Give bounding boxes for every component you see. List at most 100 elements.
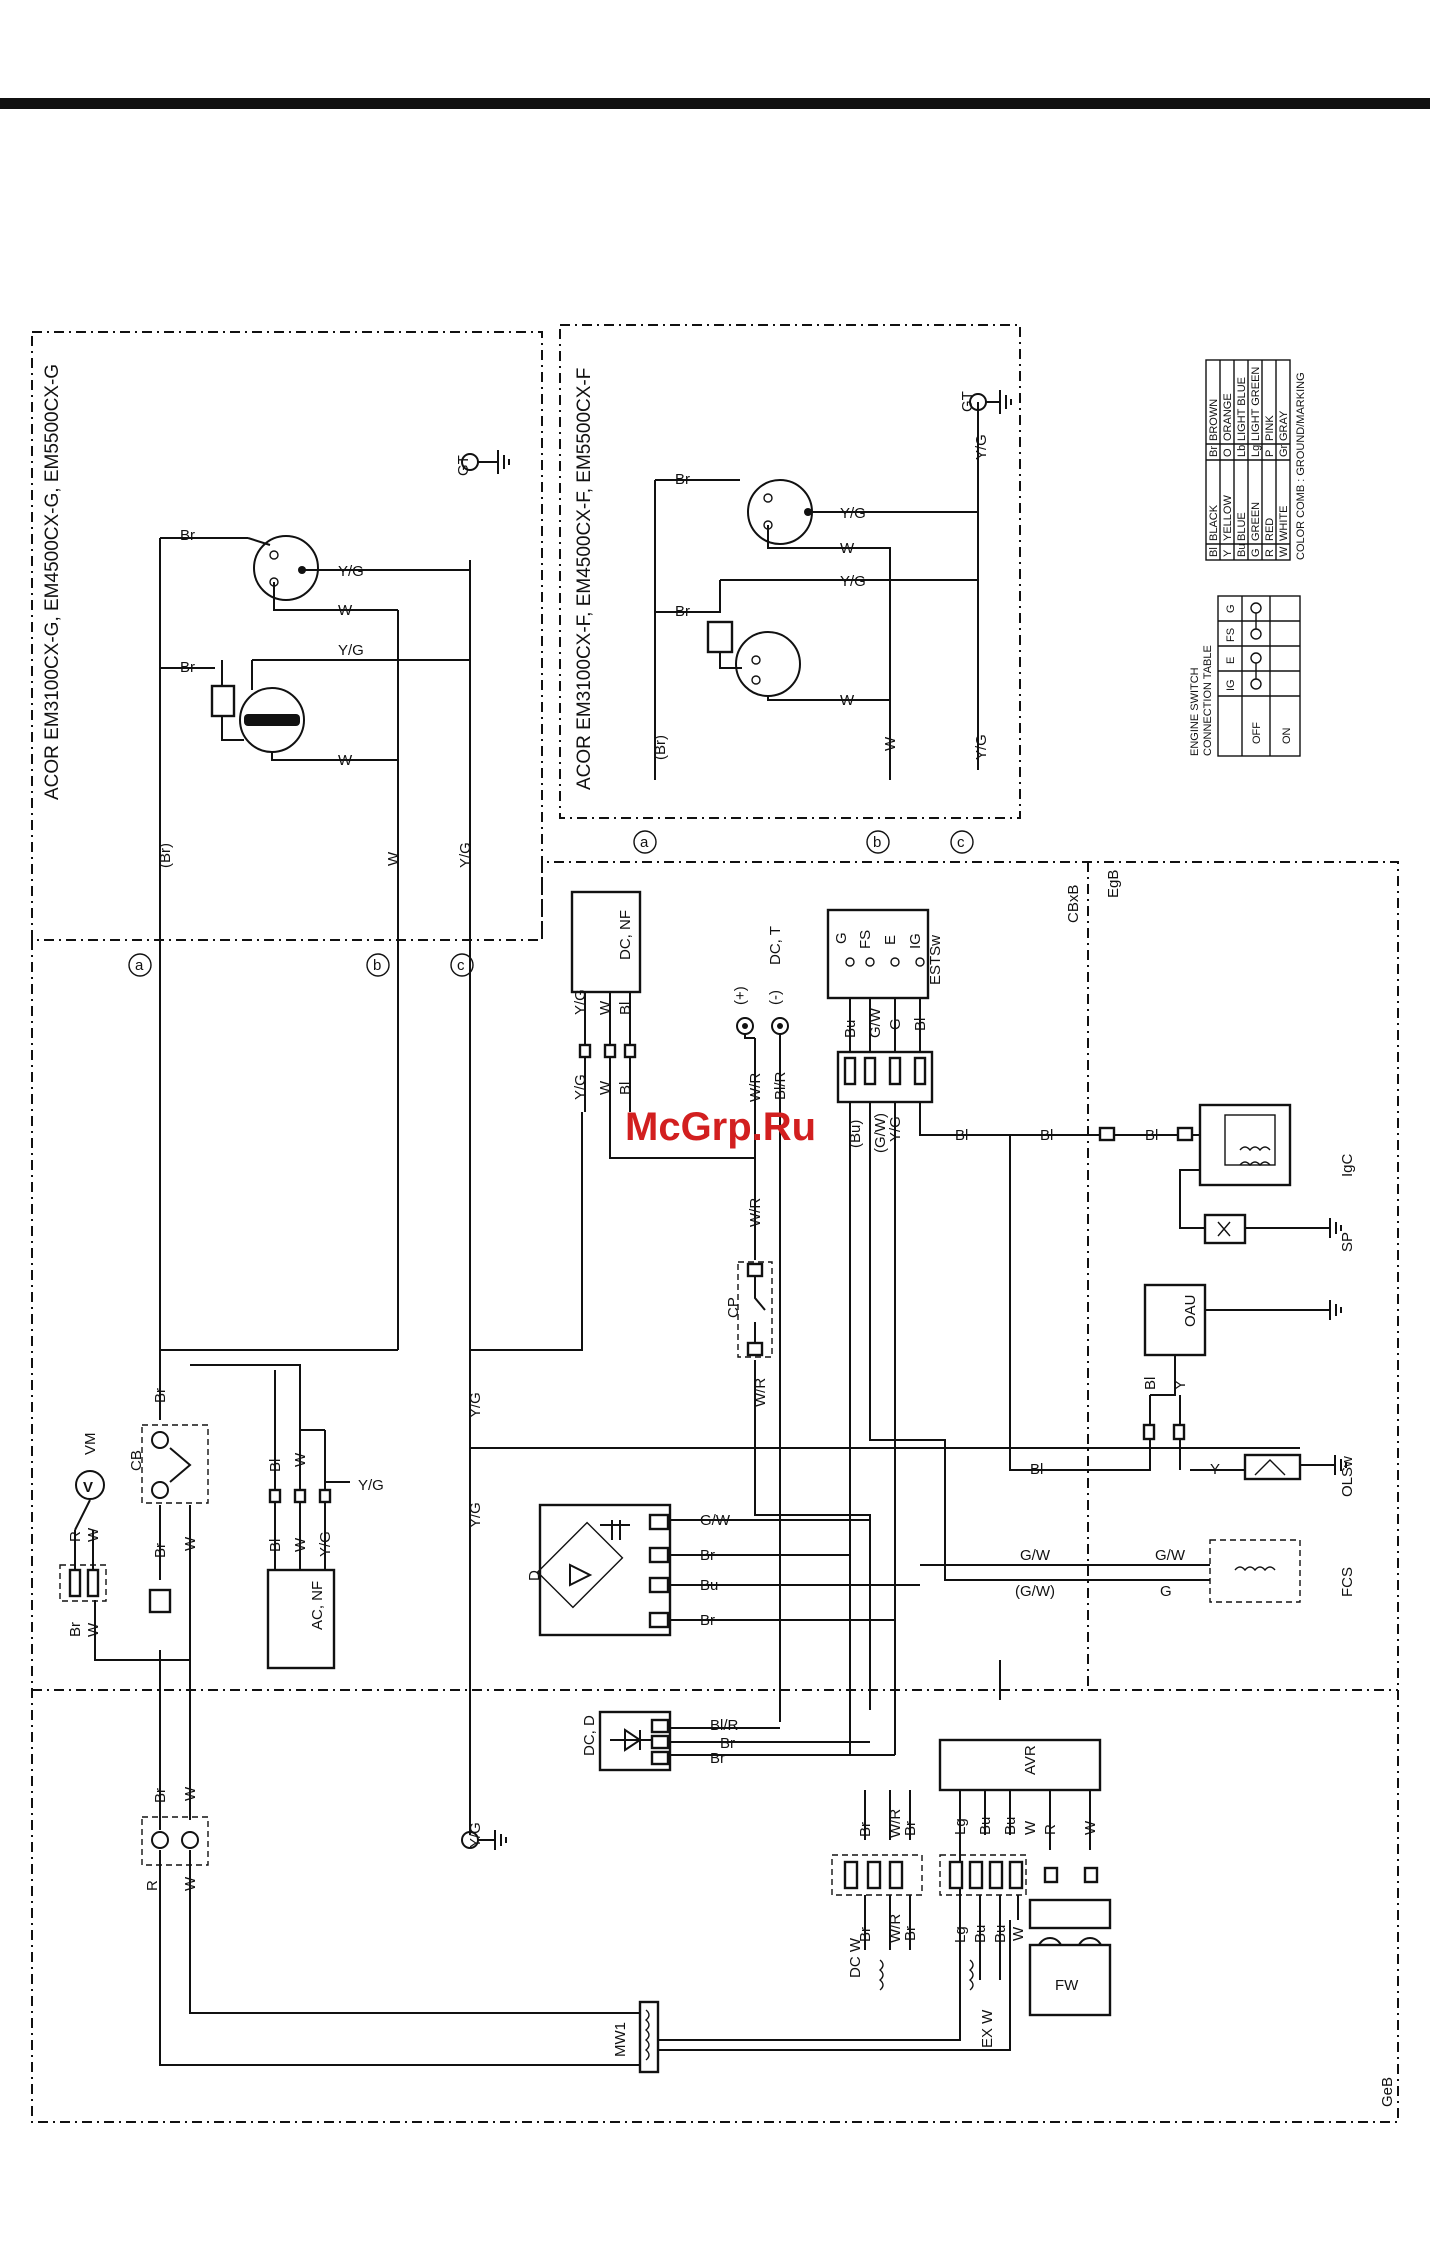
svg-text:GRAY: GRAY	[1278, 410, 1290, 441]
region-egb: EgB	[1105, 870, 1122, 898]
svg-text:W: W	[597, 1000, 614, 1015]
svg-text:Bl: Bl	[617, 1082, 634, 1095]
svg-text:W/R: W/R	[752, 1378, 769, 1407]
svg-text:FS: FS	[1225, 628, 1237, 642]
svg-text:G: G	[833, 932, 850, 944]
svg-text:Y/G: Y/G	[457, 842, 474, 868]
winding-plug-4	[735, 631, 801, 697]
svg-text:G: G	[1250, 548, 1262, 557]
svg-text:AVR: AVR	[1022, 1745, 1039, 1775]
svg-text:W: W	[338, 602, 353, 619]
component-avr: AVR Lg Bu Bu W R W Lg Bu Bu W	[938, 1738, 1102, 1980]
svg-text:Bl: Bl	[1208, 547, 1220, 557]
svg-text:Bl: Bl	[617, 1002, 634, 1015]
component-dcnf: DC, NF Y/G W Bl Y/G W Bl	[570, 890, 642, 1112]
svg-text:Bu: Bu	[1236, 544, 1248, 557]
svg-text:Br: Br	[857, 1822, 874, 1837]
svg-text:Lb: Lb	[1236, 445, 1248, 457]
svg-text:FCS: FCS	[1339, 1567, 1356, 1597]
svg-text:LIGHT GREEN: LIGHT GREEN	[1250, 367, 1262, 441]
svg-text:W: W	[292, 1452, 309, 1467]
svg-text:Y/G: Y/G	[887, 1116, 904, 1142]
g-model-box: ACOR EM3100CX-G, EM4500CX-G, EM5500CX-G …	[42, 364, 510, 1510]
svg-text:O: O	[1222, 448, 1234, 457]
svg-text:DC, D: DC, D	[581, 1715, 598, 1756]
svg-text:(-): (-)	[767, 990, 784, 1005]
svg-text:Y/G: Y/G	[840, 505, 866, 522]
svg-text:CP: CP	[725, 1297, 742, 1318]
svg-text:W: W	[597, 1080, 614, 1095]
svg-text:D: D	[526, 1570, 543, 1581]
svg-text:Bl: Bl	[1145, 1127, 1158, 1144]
svg-text:FW: FW	[1055, 1977, 1079, 1994]
svg-text:Y/G: Y/G	[572, 1074, 589, 1100]
svg-text:G: G	[1225, 604, 1237, 613]
svg-text:R: R	[67, 1531, 84, 1542]
winding-plug-1	[253, 535, 319, 601]
svg-text:Br: Br	[675, 471, 690, 488]
svg-text:b: b	[373, 957, 381, 974]
svg-text:DC, T: DC, T	[767, 926, 784, 965]
svg-text:RED: RED	[1264, 518, 1276, 541]
svg-text:Br: Br	[180, 527, 195, 544]
svg-text:(Bu): (Bu)	[847, 1120, 864, 1148]
svg-text:W: W	[182, 1786, 199, 1801]
winding-plug-3	[747, 479, 813, 545]
svg-text:Bl/R: Bl/R	[710, 1717, 739, 1734]
component-diode-d: D G/W Br Bu Br	[526, 1503, 731, 1637]
svg-text:G/W: G/W	[867, 1007, 884, 1038]
svg-text:ON: ON	[1281, 727, 1293, 744]
svg-text:V: V	[83, 1479, 93, 1496]
svg-text:Y: Y	[1210, 1461, 1220, 1478]
svg-text:(Br): (Br)	[157, 843, 174, 868]
svg-text:Br: Br	[1208, 446, 1220, 457]
svg-text:Bu: Bu	[700, 1577, 718, 1594]
svg-text:b: b	[873, 834, 881, 851]
region-cbxb: CBxB	[1065, 885, 1082, 923]
component-estsw: ESTSw G FS E IG Bu G/W G Bl (Bu) (G/W) Y…	[826, 908, 944, 1153]
component-sp: SP	[1203, 1213, 1356, 1252]
svg-text:Br: Br	[675, 603, 690, 620]
svg-text:W: W	[1278, 546, 1290, 557]
svg-text:W: W	[385, 851, 402, 866]
svg-text:W: W	[1082, 1820, 1099, 1835]
svg-text:G/W: G/W	[1155, 1547, 1186, 1564]
markers-f: a b c	[633, 830, 974, 854]
component-dct: (+) (-) DC, T W/R Bl/R	[732, 926, 789, 1102]
svg-text:Y/G: Y/G	[467, 1502, 484, 1528]
component-fcs: G/W G G/W (G/W) FCS	[1015, 1539, 1356, 1603]
svg-text:Bl: Bl	[912, 1018, 929, 1031]
svg-text:P: P	[1264, 450, 1276, 457]
svg-text:W/R: W/R	[887, 1809, 904, 1838]
svg-text:a: a	[640, 834, 649, 851]
svg-text:SP: SP	[1339, 1232, 1356, 1252]
svg-text:Y/G: Y/G	[358, 1477, 384, 1494]
svg-text:PINK: PINK	[1264, 415, 1276, 441]
svg-text:Bu: Bu	[977, 1817, 994, 1835]
component-acnf: AC, NF Bl W Bl W Y/G Y/G Y/G Y/G Y/G	[266, 1392, 484, 1848]
svg-text:W: W	[840, 692, 855, 709]
component-vm: V VM R W Br W	[59, 1433, 172, 1637]
svg-text:Br: Br	[152, 1543, 169, 1558]
svg-text:GREEN: GREEN	[1250, 502, 1262, 541]
svg-text:Bl/R: Bl/R	[772, 1071, 789, 1100]
svg-text:Y/G: Y/G	[467, 1392, 484, 1418]
svg-text:Bl: Bl	[1040, 1127, 1053, 1144]
component-igc: IgC Bl Bl Bl	[955, 1103, 1356, 1187]
svg-text:c: c	[457, 957, 465, 974]
svg-text:E: E	[1225, 657, 1237, 664]
svg-text:EX W: EX W	[979, 2009, 996, 2048]
svg-text:Bl: Bl	[1030, 1461, 1043, 1478]
f-model-box: ACOR EM3100CX-F, EM4500CX-F, EM5500CX-F …	[574, 368, 1012, 790]
g-model-title: ACOR EM3100CX-G, EM4500CX-G, EM5500CX-G	[42, 364, 63, 800]
svg-text:W: W	[840, 540, 855, 557]
svg-text:YELLOW: YELLOW	[1222, 495, 1234, 541]
svg-text:Lg: Lg	[1250, 445, 1262, 457]
component-cp: CP W/R W/R	[725, 1198, 773, 1407]
svg-text:Y: Y	[1222, 549, 1234, 557]
svg-text:W/R: W/R	[887, 1914, 904, 1943]
svg-text:Y: Y	[1172, 1380, 1189, 1390]
svg-text:GT: GT	[455, 455, 472, 476]
svg-text:W: W	[85, 1527, 102, 1542]
svg-text:ORANGE: ORANGE	[1222, 393, 1234, 441]
